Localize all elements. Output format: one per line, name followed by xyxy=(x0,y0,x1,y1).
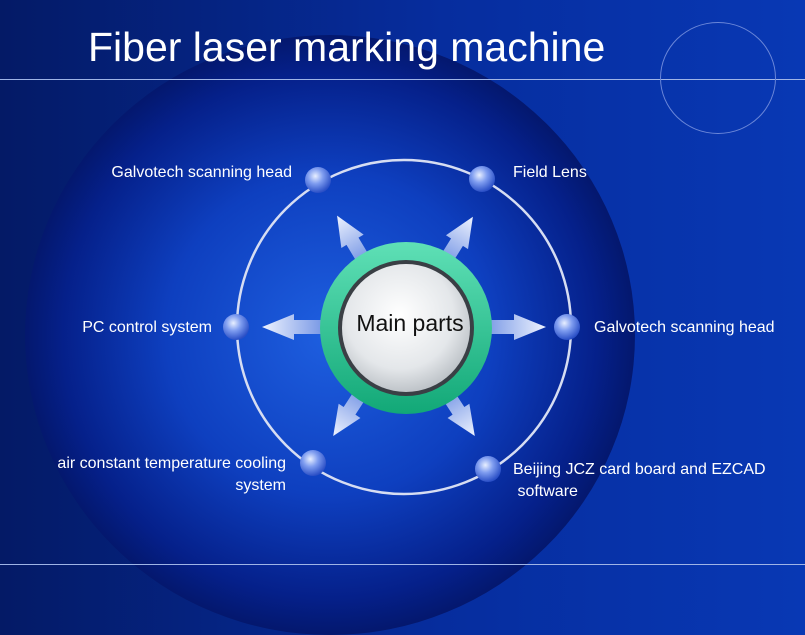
node-label-top-right: Field Lens xyxy=(513,164,587,181)
node-label-bottom-right: Beijing JCZ card board and EZCAD softwar… xyxy=(513,459,766,503)
node-label-top-left: Galvotech scanning head xyxy=(111,164,292,181)
center-label: Main parts xyxy=(356,310,464,336)
node-dot-right xyxy=(554,314,580,340)
hub-face xyxy=(342,264,470,392)
node-dot-bottom-right xyxy=(475,456,501,482)
node-label-bottom-left-line-2: system xyxy=(235,477,286,494)
node-dot-bottom-left xyxy=(300,450,326,476)
page-title: Fiber laser marking machine xyxy=(88,24,606,70)
node-label-bottom-right-line-2: software xyxy=(513,483,578,500)
node-dot-top-right xyxy=(469,166,495,192)
title-divider xyxy=(0,79,805,80)
footer-divider xyxy=(0,564,805,565)
decorative-circle xyxy=(660,22,776,134)
node-label-bottom-left-line-1: air constant temperature cooling xyxy=(57,455,286,472)
node-label-bottom-left: air constant temperature cooling system xyxy=(10,453,286,497)
parts-diagram xyxy=(223,158,580,496)
node-label-right: Galvotech scanning head xyxy=(594,319,775,336)
node-dot-left xyxy=(223,314,249,340)
node-dot-top-left xyxy=(305,167,331,193)
node-label-bottom-right-line-1: Beijing JCZ card board and EZCAD xyxy=(513,461,766,478)
node-label-left: PC control system xyxy=(82,319,212,336)
